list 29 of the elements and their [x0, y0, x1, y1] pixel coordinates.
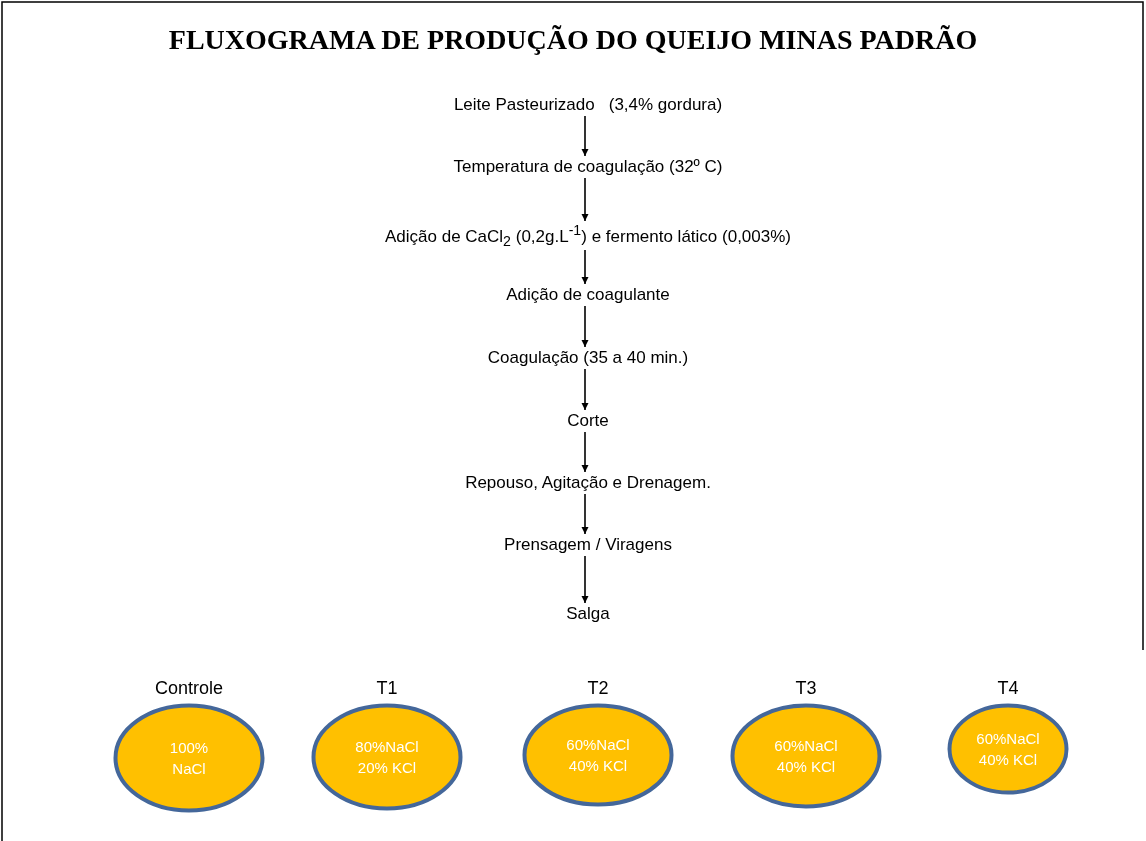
step-text: Corte [567, 411, 609, 431]
step-text: Temperatura de coagulação (32º C) [453, 157, 723, 177]
diagram-title: FLUXOGRAMA DE PRODUÇÃO DO QUEIJO MINAS PADRÃO [167, 24, 979, 56]
group-heading: T3 [795, 678, 817, 699]
ellipse-label: 60%NaCl 40% KCl [975, 729, 1041, 770]
group-heading: Controle [154, 678, 223, 699]
group-heading: T1 [376, 678, 398, 699]
arrow [581, 177, 589, 222]
step-text: Adição de coagulante [506, 285, 670, 305]
step-text: Prensagem / Viragens [504, 535, 672, 555]
ellipse-label: 60%NaCl 40% KCl [773, 736, 839, 777]
arrow [581, 305, 589, 348]
step-text: Repouso, Agitação e Drenagem. [465, 473, 711, 493]
arrow [581, 368, 589, 411]
step-text: (3,4% gordura) [608, 95, 723, 115]
arrow [581, 555, 589, 604]
arrow [581, 493, 589, 535]
step-text: Coagulação (35 a 40 min.) [487, 348, 689, 368]
arrow [581, 431, 589, 473]
ellipse-label: 80%NaCl 20% KCl [354, 737, 420, 778]
step-text: Adição de CaCl$_{2}$ (0,2g.L$^{-1}$) e fermento lático (0,003%) [385, 222, 791, 250]
step-text: Leite Pasteurizado [453, 95, 595, 115]
group-heading: T4 [997, 678, 1019, 699]
ellipse-label: 100% NaCl [168, 738, 210, 779]
group-heading: T2 [587, 678, 609, 699]
arrow [581, 115, 589, 157]
ellipse-label: 60%NaCl 40% KCl [565, 735, 631, 776]
arrow [581, 249, 589, 285]
step-text: Salga [566, 604, 610, 624]
